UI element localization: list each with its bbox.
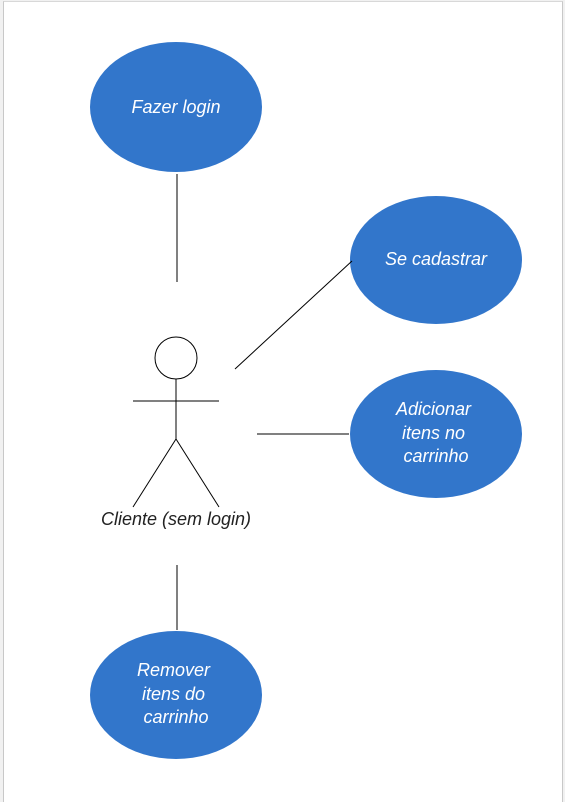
use-case-login[interactable]: Fazer login bbox=[90, 42, 262, 172]
actor-left-leg bbox=[132, 438, 177, 508]
use-case-add-items-label: Adicionar itens no carrinho bbox=[395, 399, 476, 466]
use-case-add-items-ellipse bbox=[350, 370, 522, 498]
actor-label: Cliente (sem login) bbox=[101, 509, 251, 529]
association-signup bbox=[234, 260, 353, 370]
use-case-signup-ellipse bbox=[350, 196, 522, 324]
use-case-remove-items-ellipse bbox=[90, 631, 262, 759]
use-case-remove-items-label: Remover itens do carrinho bbox=[137, 660, 215, 727]
use-case-add-items[interactable]: Adicionar itens no carrinho bbox=[350, 370, 522, 498]
use-case-signup-label: Se cadastrar bbox=[385, 249, 488, 269]
actor-cliente[interactable] bbox=[132, 336, 220, 508]
use-case-signup[interactable]: Se cadastrar bbox=[350, 196, 522, 324]
use-case-remove-items[interactable]: Remover itens do carrinho bbox=[90, 631, 262, 759]
actor-head bbox=[154, 336, 198, 380]
use-case-login-ellipse bbox=[90, 42, 262, 172]
use-case-login-label: Fazer login bbox=[131, 97, 220, 117]
actor-right-leg bbox=[175, 438, 220, 508]
